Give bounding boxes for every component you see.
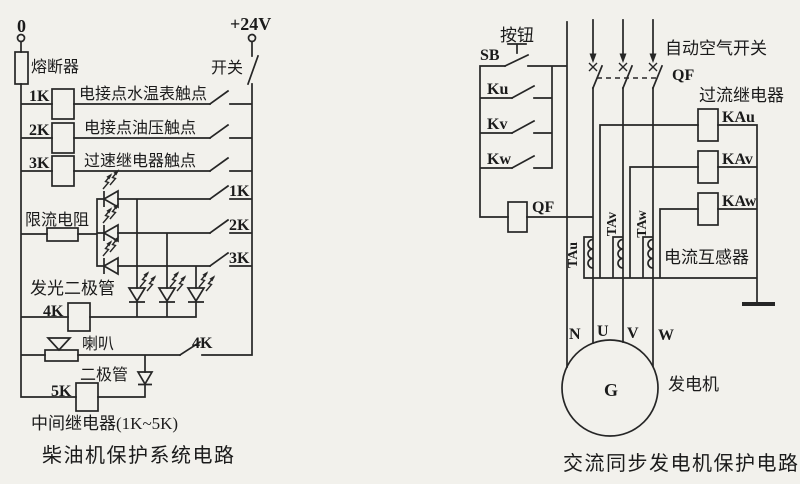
phase-w-label: W (658, 327, 674, 344)
oc-relay-coil-kav (697, 150, 719, 184)
led-symbols-bottom (127, 270, 216, 303)
trip-coil-label: QF (532, 199, 554, 216)
fuse-symbol (14, 51, 29, 85)
led-contact-1k-label: 1K (229, 183, 250, 200)
fuse-label: 熔断器 (31, 58, 79, 76)
relay-2k-label: 2K (29, 122, 50, 139)
right-circuit-wiring (479, 19, 758, 368)
horn-symbol (44, 337, 79, 362)
relay-5k-label: 5K (51, 383, 72, 400)
horn-contact-label: 4K (192, 335, 213, 352)
contact-ku-label: Ku (487, 81, 508, 98)
phase-v-label: V (627, 325, 639, 342)
breaker-pole-marks (588, 53, 658, 72)
overcurrent-relay-label: 过流继电器 (699, 86, 784, 105)
oc-relay-coil-kaw (697, 192, 719, 226)
diode-label: 二极管 (80, 366, 128, 384)
relay-coil-5k (75, 382, 99, 412)
led-symbols-vertical (102, 168, 120, 276)
main-switch-label: 开关 (211, 59, 243, 77)
breaker-id-label: QF (672, 67, 694, 84)
resistor-symbol (46, 227, 79, 242)
overspeed-contact-label: 过速继电器触点 (84, 152, 196, 170)
led-contact-2k-label: 2K (229, 217, 250, 234)
relay-coil-3k (51, 155, 75, 187)
generator-symbol-label: G (604, 380, 618, 400)
oc-relay-kaw-label: KAw (722, 193, 757, 210)
generator-protection-diagram: 按钮 SB Ku Kv Kw QF 自动空气开关 QF 过流继电器 KAu KA… (479, 19, 800, 475)
oc-relay-coil-kau (697, 108, 719, 142)
terminal-zero-label: 0 (17, 16, 26, 36)
left-diagram-title: 柴油机保护系统电路 (42, 444, 236, 467)
contact-kv-label: Kv (487, 116, 507, 133)
ct-tau-label: TAu (566, 242, 581, 268)
relay-3k-label: 3K (29, 155, 50, 172)
generator-symbol (561, 339, 659, 437)
relay-1k-label: 1K (29, 88, 50, 105)
ct-label: 电流互感器 (664, 248, 749, 267)
oil-pressure-contact-label: 电接点油压触点 (84, 119, 196, 137)
button-id-label: SB (480, 47, 500, 64)
intermediate-relay-note: 中间继电器(1K~5K) (31, 414, 178, 433)
phase-n-label: N (569, 326, 581, 343)
contact-kw-label: Kw (487, 151, 511, 168)
led-label: 发光二极管 (30, 279, 115, 298)
terminal-24v-label: +24V (230, 14, 271, 34)
oc-relay-kau-label: KAu (722, 109, 755, 126)
right-switch-blades (503, 53, 664, 170)
ct-tav-label: TAv (605, 212, 620, 236)
trip-coil-qf (507, 201, 528, 233)
ct-taw-label: TAw (635, 209, 650, 237)
diode-symbol (136, 371, 154, 386)
relay-coil-1k (51, 88, 75, 120)
left-circuit-wiring (20, 40, 253, 398)
generator-label: 发电机 (668, 375, 719, 394)
button-label: 按钮 (500, 26, 534, 45)
relay-4k-label: 4K (43, 303, 64, 320)
phase-u-label: U (597, 323, 609, 340)
water-temp-contact-label: 电接点水温表触点 (79, 85, 207, 103)
resistor-label: 限流电阻 (25, 211, 89, 229)
diesel-protection-diagram: 0 +24V 熔断器 开关 1K 2K 3K 电接点水温表触点 电接点油压触点 … (14, 14, 271, 467)
right-diagram-title: 交流同步发电机保护电路 (563, 452, 800, 475)
terminal-24v-node (247, 33, 257, 43)
oc-relay-kav-label: KAv (722, 151, 753, 168)
current-transformer-symbols (587, 238, 654, 269)
led-contact-3k-label: 3K (229, 250, 250, 267)
left-switch-blades (178, 54, 260, 357)
relay-coil-4k (67, 302, 91, 332)
relay-coil-2k (51, 122, 75, 154)
terminal-zero-node (16, 33, 26, 43)
horn-label: 喇叭 (82, 335, 114, 353)
breaker-label: 自动空气开关 (665, 39, 767, 58)
